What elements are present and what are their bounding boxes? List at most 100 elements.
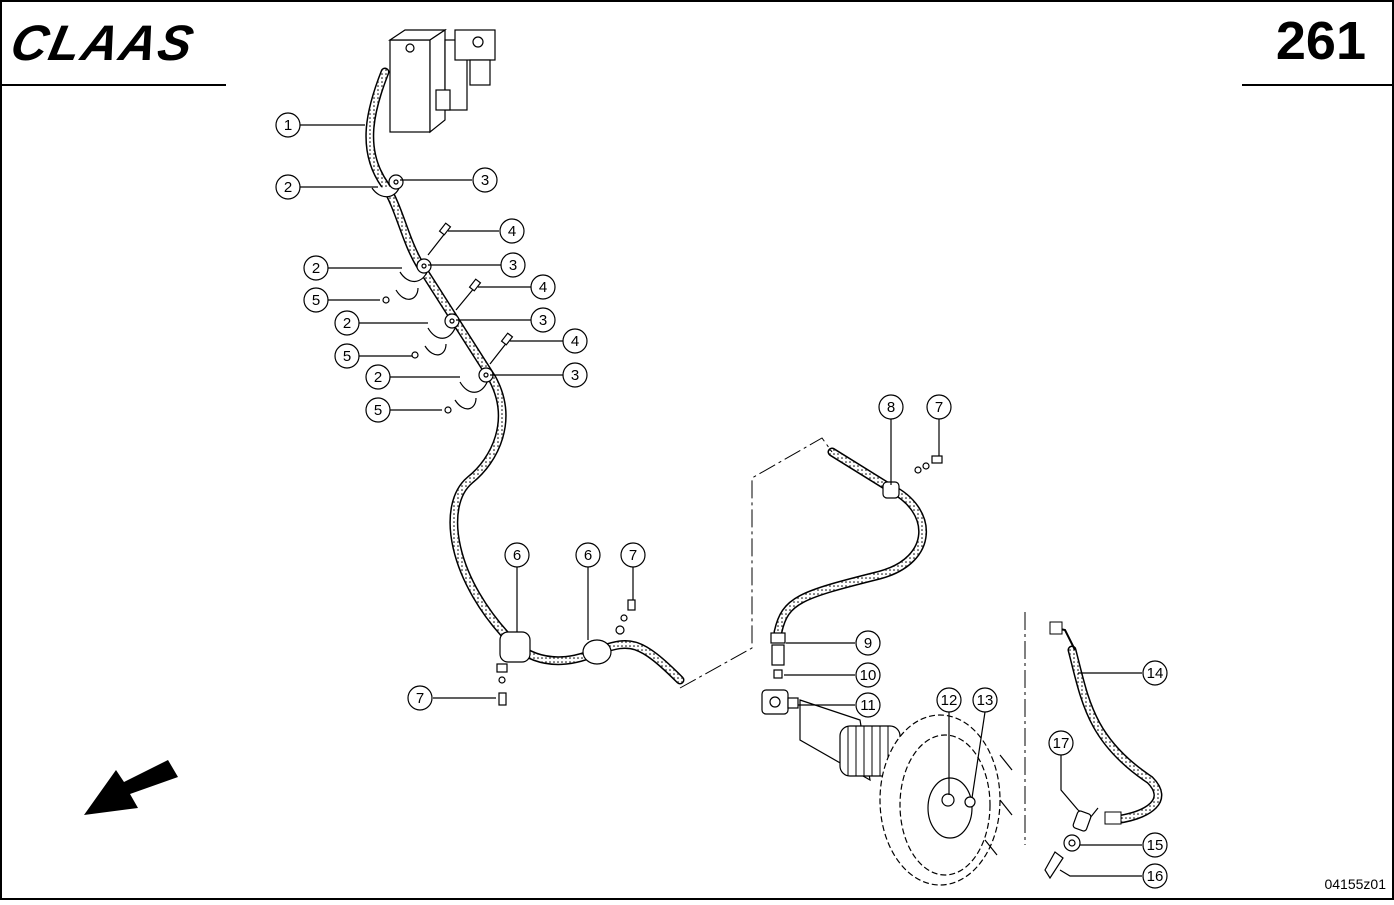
callout-label: 9 [864, 635, 872, 652]
callout-circle [303, 255, 329, 281]
callout-c10: 10 [855, 662, 881, 688]
third-hose [1049, 621, 1163, 825]
callout-c2c: 2 [334, 310, 360, 336]
callout-label: 6 [584, 547, 592, 564]
valve-block [388, 28, 496, 134]
callout-c11: 11 [855, 692, 881, 718]
callout-label: 6 [513, 547, 521, 564]
callout-c5b: 5 [334, 343, 360, 369]
callout-circle [575, 542, 601, 568]
callout-c14: 14 [1142, 660, 1168, 686]
callout-circle [878, 394, 904, 420]
second-hose [773, 447, 928, 637]
callout-circle [499, 218, 525, 244]
direction-arrow [84, 760, 178, 815]
callout-circle [530, 307, 556, 333]
callout-circle [562, 328, 588, 354]
callout-circle [504, 542, 530, 568]
callout-circle [334, 310, 360, 336]
callout-label: 2 [343, 315, 351, 332]
callout-label: 5 [343, 348, 351, 365]
callout-circle [926, 394, 952, 420]
callout-c3c: 3 [530, 307, 556, 333]
callout-c9: 9 [855, 630, 881, 656]
callout-c16: 16 [1142, 863, 1168, 889]
callout-circle [855, 662, 881, 688]
clamp-set-1 [371, 174, 404, 198]
drawing-code: 04155z01 [1324, 876, 1386, 892]
callout-label: 2 [374, 369, 382, 386]
callout-circle [530, 274, 556, 300]
callout-c3a: 3 [472, 167, 498, 193]
leader-lines [300, 124, 1142, 877]
callout-circle [407, 685, 433, 711]
callout-label: 17 [1053, 735, 1070, 752]
callout-label: 16 [1147, 868, 1164, 885]
clamp-set-2 [382, 222, 452, 304]
callout-c3b: 3 [500, 252, 526, 278]
callout-label: 10 [860, 667, 877, 684]
callout-circle [936, 687, 962, 713]
callout-c4c: 4 [562, 328, 588, 354]
callout-c4a: 4 [499, 218, 525, 244]
callout-label: 2 [284, 179, 292, 196]
callout-circle [275, 174, 301, 200]
callout-c4b: 4 [530, 274, 556, 300]
callout-label: 3 [571, 367, 579, 384]
callout-circle [365, 397, 391, 423]
callout-c8: 8 [878, 394, 904, 420]
clamp-set-4 [444, 332, 514, 414]
callout-label: 13 [977, 692, 994, 709]
callout-label: 4 [571, 333, 579, 350]
callout-circle [1142, 863, 1168, 889]
callout-label: 5 [374, 402, 382, 419]
callout-circle [1142, 832, 1168, 858]
callout-c1: 1 [275, 112, 301, 138]
callout-label: 8 [887, 399, 895, 416]
callout-c12: 12 [936, 687, 962, 713]
callout-c2d: 2 [365, 364, 391, 390]
callout-circle [500, 252, 526, 278]
callout-circle [620, 542, 646, 568]
callout-circle [472, 167, 498, 193]
callout-circle [1048, 730, 1074, 756]
callout-c6b: 6 [575, 542, 601, 568]
callout-circle [334, 343, 360, 369]
callout-c3d: 3 [562, 362, 588, 388]
fittings-9-10-11 [761, 632, 799, 715]
callout-label: 4 [508, 223, 516, 240]
callout-label: 1 [284, 117, 292, 134]
callout-circle [972, 687, 998, 713]
callout-c6a: 6 [504, 542, 530, 568]
callout-circle [855, 692, 881, 718]
callout-label: 5 [312, 292, 320, 309]
callout-label: 2 [312, 260, 320, 277]
callout-label: 11 [860, 697, 876, 714]
clamp-set-lower [496, 455, 943, 706]
callout-label: 7 [935, 399, 943, 416]
callout-label: 4 [539, 279, 547, 296]
callout-c2a: 2 [275, 174, 301, 200]
callout-circle [562, 362, 588, 388]
page-number: 261 [1275, 11, 1366, 71]
callout-circle [275, 112, 301, 138]
callout-c17: 17 [1048, 730, 1074, 756]
fittings-15-16-17 [1044, 807, 1099, 880]
callout-c7b: 7 [620, 542, 646, 568]
callout-label: 14 [1147, 665, 1164, 682]
callout-c15: 15 [1142, 832, 1168, 858]
callout-c7a: 7 [926, 394, 952, 420]
callout-label: 3 [481, 172, 489, 189]
clamp-set-3 [411, 278, 482, 359]
connector-lines [679, 437, 1026, 845]
callout-circle [303, 287, 329, 313]
brand-logo: CLAAS [6, 15, 201, 71]
callout-c5c: 5 [365, 397, 391, 423]
callout-c7c: 7 [407, 685, 433, 711]
callout-circle [365, 364, 391, 390]
callout-label: 3 [509, 257, 517, 274]
callout-circle [1142, 660, 1168, 686]
